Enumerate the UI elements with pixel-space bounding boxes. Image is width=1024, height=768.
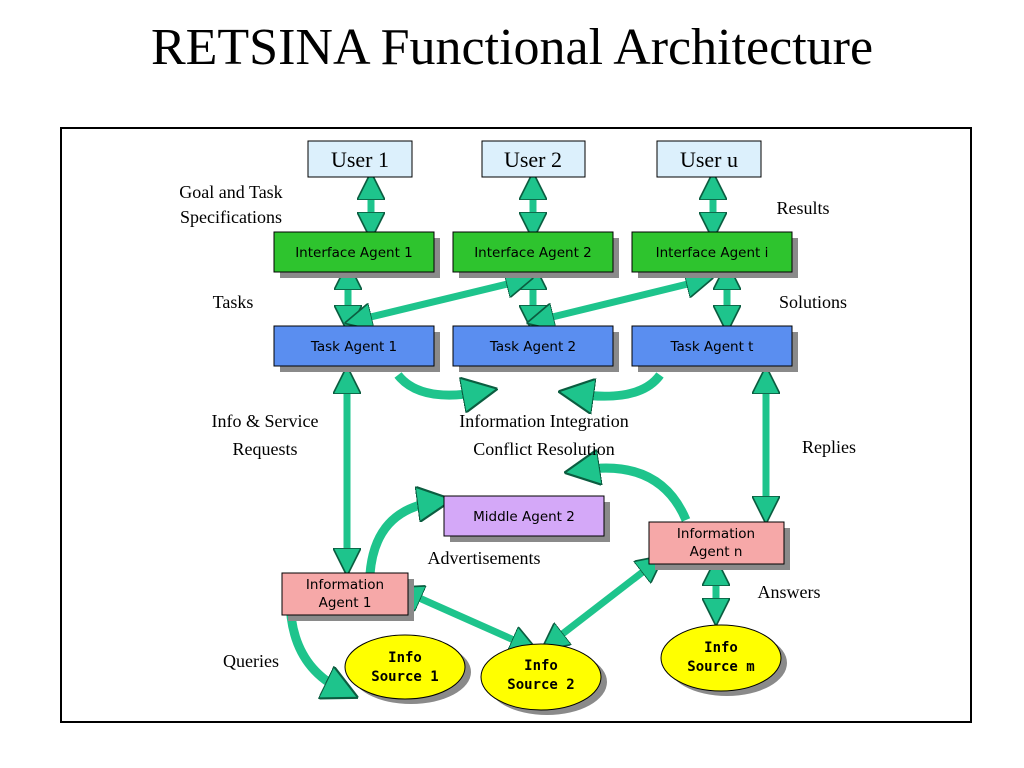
info-source-m-line1: Info [704,640,738,656]
label-results: Results [776,198,829,218]
interface-agent-2-label: Interface Agent 2 [474,245,592,261]
arrow-infoagent1-middleagent [365,502,435,575]
info-source-2: Info Source 2 [480,643,607,715]
label-integration-line1: Information Integration [459,411,628,431]
information-agent-n: Information Agent n [648,521,790,570]
interface-agent-1-label: Interface Agent 1 [295,245,413,261]
info-source-1: Info Source 1 [344,634,471,704]
task-agent-1-label: Task Agent 1 [310,339,397,355]
info-source-2-line2: Source 2 [507,677,574,693]
label-replies: Replies [802,437,856,457]
user-box-u: User u [656,140,762,178]
info-source-2-line1: Info [524,658,558,674]
information-agent-1-line2: Agent 1 [319,595,372,611]
page-title: RETSINA Functional Architecture [150,19,874,76]
arrow-taskt-integration [576,372,664,396]
task-agent-t-label: Task Agent t [670,339,754,355]
label-goal-line1: Goal and Task [179,182,282,202]
arrow-source2-infoagentn [552,564,653,642]
task-agent-t: Task Agent t [631,325,798,372]
interface-agent-i-label: Interface Agent i [656,245,769,261]
user-u-label: User u [680,147,738,172]
arrows-straight [347,186,766,645]
info-source-1-line2: Source 1 [371,669,438,685]
information-agent-n-line1: Information [677,526,755,542]
label-info-requests-line2: Requests [233,439,298,459]
information-agent-1: Information Agent 1 [281,572,414,621]
middle-agent-2-label: Middle Agent 2 [473,509,575,525]
interface-agent-i: Interface Agent i [631,231,798,278]
interface-agent-2: Interface Agent 2 [452,231,619,278]
label-tasks: Tasks [213,292,254,312]
label-answers: Answers [758,582,821,602]
user-box-1: User 1 [307,140,413,178]
arrow-interfacei-task2 [540,281,700,320]
arrow-infoagent1-source2 [408,593,525,645]
arrow-infoagentn-integration [582,468,691,522]
task-agent-1: Task Agent 1 [273,325,440,372]
label-advertisements: Advertisements [428,548,541,568]
info-source-m: Info Source m [660,624,787,696]
interface-agent-1: Interface Agent 1 [273,231,440,278]
information-agent-n-line2: Agent n [690,544,743,560]
user-2-label: User 2 [504,147,562,172]
information-agent-1-line1: Information [306,577,384,593]
middle-agent-2: Middle Agent 2 [443,495,610,542]
info-source-1-line1: Info [388,650,422,666]
arrow-task1-integration [394,372,480,395]
label-info-requests-line1: Info & Service [212,411,319,431]
diagram-labels: Goal and Task Specifications Results Tas… [179,182,856,671]
arrow-interface2-task1 [358,281,520,320]
label-queries: Queries [223,651,279,671]
label-goal-line2: Specifications [180,207,282,227]
user-box-2: User 2 [481,140,586,178]
info-source-m-line2: Source m [687,659,754,675]
task-agent-2-label: Task Agent 2 [489,339,576,355]
label-solutions: Solutions [779,292,847,312]
task-agent-2: Task Agent 2 [452,325,619,372]
user-1-label: User 1 [331,147,389,172]
diagram-frame [60,127,972,723]
label-integration-line2: Conflict Resolution [473,439,615,459]
